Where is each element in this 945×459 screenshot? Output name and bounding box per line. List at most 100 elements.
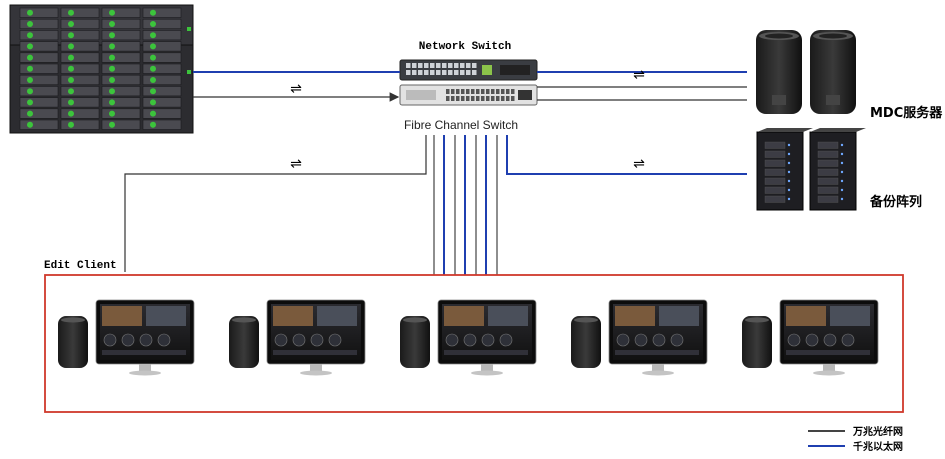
- storage-drive-bay: [142, 63, 182, 74]
- drive-status-led: [150, 65, 156, 72]
- screen-video-preview: [830, 306, 870, 326]
- screen-color-wheel: [445, 333, 459, 347]
- drive-status-led: [150, 32, 156, 39]
- storage-drive-bay: [19, 86, 59, 97]
- drive-status-led: [68, 77, 74, 83]
- backup-drive-bay: [764, 141, 786, 149]
- screen-timeline: [444, 350, 528, 355]
- storage-drive-bay: [142, 30, 182, 41]
- screen-color-wheel: [787, 333, 801, 347]
- edit-client-workstation: [58, 299, 195, 376]
- storage-drive-bay: [60, 108, 100, 119]
- backup-drive-led: [787, 179, 791, 183]
- network-switch-port: [412, 70, 417, 75]
- network-switch-port: [448, 70, 453, 75]
- network-switch-port: [454, 70, 459, 75]
- backup-drive-led: [787, 143, 791, 147]
- fc-switch-port: [486, 89, 490, 94]
- storage-power-led: [187, 70, 191, 74]
- screen-color-wheel: [292, 333, 306, 347]
- drive-status-led: [27, 65, 33, 72]
- backup-drive-bay: [764, 159, 786, 167]
- backup-drive-bay: [817, 150, 839, 158]
- storage-drive-bay: [142, 18, 182, 30]
- storage-drive-bay: [19, 41, 59, 52]
- drive-status-led: [27, 54, 33, 61]
- drive-status-led: [150, 9, 156, 16]
- fc-switch-port: [446, 96, 450, 101]
- storage-drive-bay: [101, 7, 141, 18]
- edit-client-workstation: [571, 299, 708, 376]
- fc-switch-port: [501, 96, 505, 101]
- drive-status-led: [109, 32, 115, 39]
- drive-status-led: [68, 9, 74, 16]
- monitor-base: [300, 370, 332, 376]
- backup-drive-bay: [764, 195, 786, 203]
- drive-status-led: [150, 77, 156, 83]
- storage-drive-bay: [19, 63, 59, 74]
- fc-switch-port: [491, 89, 495, 94]
- storage-drive-bay: [60, 74, 100, 85]
- link-arrow-mdc: ⇌: [633, 67, 645, 83]
- fc-switch-port: [471, 89, 475, 94]
- network-switch-port: [430, 70, 435, 75]
- screen-color-wheel: [823, 333, 837, 347]
- fc-switch-port: [451, 96, 455, 101]
- fc-switch-panel: [518, 90, 532, 100]
- monitor-stand: [652, 364, 664, 371]
- backup-drive-led: [840, 197, 844, 201]
- drive-status-led: [27, 110, 33, 117]
- screen-color-wheel: [328, 333, 342, 347]
- monitor-base: [129, 370, 161, 376]
- screen-color-wheel: [463, 333, 477, 347]
- storage-drive-bay: [142, 41, 182, 52]
- drive-status-led: [68, 88, 74, 95]
- backup-drive-led: [840, 188, 844, 192]
- storage-drive-bay: [60, 63, 100, 74]
- drive-status-led: [27, 9, 33, 16]
- screen-color-wheel: [274, 333, 288, 347]
- backup-drive-bay: [764, 186, 786, 194]
- network-switch-port: [454, 63, 459, 68]
- backup-drive-led: [840, 179, 844, 183]
- drive-status-led: [27, 99, 33, 106]
- mdc-server-2: [810, 30, 856, 114]
- fc-switch-port: [476, 96, 480, 101]
- drive-status-led: [109, 54, 115, 61]
- storage-drive-bay: [19, 18, 59, 30]
- backup-array-2: [809, 128, 866, 211]
- backup-drive-led: [840, 161, 844, 165]
- storage-drive-bay: [19, 119, 59, 130]
- monitor-base: [642, 370, 674, 376]
- backup-drive-bay: [817, 168, 839, 176]
- drive-status-led: [68, 110, 74, 117]
- workstation-tower-top: [232, 317, 256, 323]
- fc-switch-port: [486, 96, 490, 101]
- drive-status-led: [150, 110, 156, 117]
- monitor-stand: [481, 364, 493, 371]
- screen-color-wheel: [481, 333, 495, 347]
- fc-switch-port: [491, 96, 495, 101]
- screen-video-preview: [659, 306, 699, 326]
- storage-drive-bay: [60, 119, 100, 130]
- network-switch-port: [430, 63, 435, 68]
- storage-drive-bay: [60, 41, 100, 52]
- fc-switch-port: [496, 89, 500, 94]
- network-switch-port: [406, 70, 411, 75]
- backup-drive-led: [787, 161, 791, 165]
- network-switch-port: [466, 70, 471, 75]
- fc-switch-port: [481, 96, 485, 101]
- screen-timeline: [786, 350, 870, 355]
- storage-drive-bay: [19, 108, 59, 119]
- backup-drive-led: [787, 197, 791, 201]
- screen-video-preview: [488, 306, 528, 326]
- edit-client-label: Edit Client: [44, 260, 117, 272]
- fc-switch-port: [461, 96, 465, 101]
- workstation-tower: [742, 316, 772, 368]
- drive-status-led: [150, 21, 156, 27]
- monitor-stand: [139, 364, 151, 371]
- network-switch-port: [436, 70, 441, 75]
- monitor-stand: [310, 364, 322, 371]
- screen-color-wheel: [841, 333, 855, 347]
- storage-drive-bay: [101, 41, 141, 52]
